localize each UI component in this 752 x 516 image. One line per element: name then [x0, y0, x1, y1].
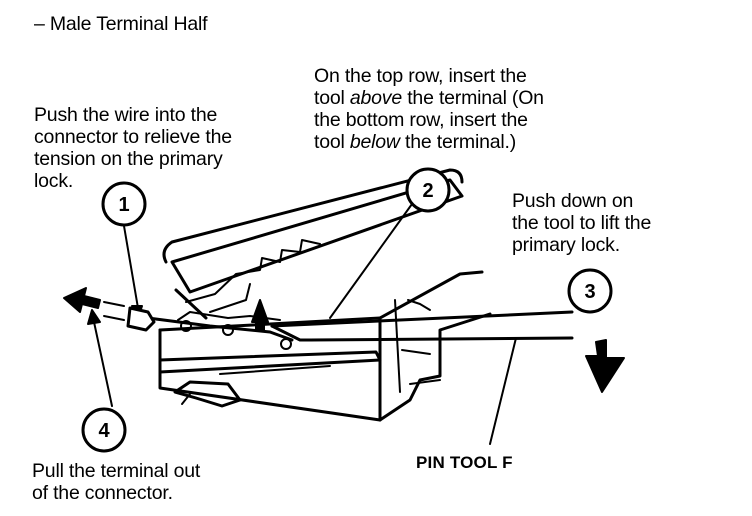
- pin-tool: [270, 310, 574, 342]
- push-arrow-right: [126, 306, 156, 332]
- step1-line: tension on the primary: [34, 148, 223, 170]
- emphasis-below: below: [349, 131, 400, 153]
- step4-line: Pull the terminal out: [32, 460, 201, 482]
- step1-line: Push the wire into the: [34, 104, 218, 126]
- step4-line: of the connector.: [32, 482, 173, 504]
- step2-line: the bottom row, insert the: [314, 109, 528, 131]
- page-title: – Male Terminal Half: [34, 13, 208, 35]
- step3-line: primary lock.: [512, 234, 620, 256]
- step2-line: On the top row, insert the: [314, 65, 527, 87]
- step-number-3: 3: [584, 281, 595, 303]
- step-circle-4: 4: [81, 407, 127, 453]
- step-number-4: 4: [98, 420, 110, 442]
- step-circle-1: 1: [101, 181, 147, 227]
- step2-line: tool below the terminal.): [314, 131, 517, 153]
- step-circle-3: 3: [567, 268, 613, 314]
- step3-line: Push down on: [512, 190, 634, 212]
- step1-line: lock.: [34, 170, 74, 192]
- push-down-arrow: [585, 339, 625, 393]
- step1-caption: Push the wire into the connector to reli…: [34, 104, 232, 192]
- pull-arrow-left: [63, 287, 125, 321]
- step3-line: the tool to lift the: [512, 212, 652, 234]
- step2-caption: On the top row, insert the tool above th…: [314, 65, 544, 153]
- step2-line: tool above the terminal (On: [314, 87, 544, 109]
- step3-caption: Push down on the tool to lift the primar…: [512, 190, 651, 256]
- step-circle-2: 2: [405, 167, 451, 213]
- step-number-2: 2: [422, 180, 433, 202]
- lower-connector-body: [158, 270, 492, 422]
- step1-line: connector to relieve the: [34, 126, 232, 148]
- pin-tool-label: PIN TOOL F: [416, 453, 513, 472]
- upper-connector-half: [162, 168, 464, 320]
- wire-and-terminal: [146, 299, 294, 350]
- step-number-1: 1: [118, 194, 129, 216]
- step4-caption: Pull the terminal out of the connector.: [32, 460, 200, 504]
- emphasis-above: above: [349, 87, 402, 109]
